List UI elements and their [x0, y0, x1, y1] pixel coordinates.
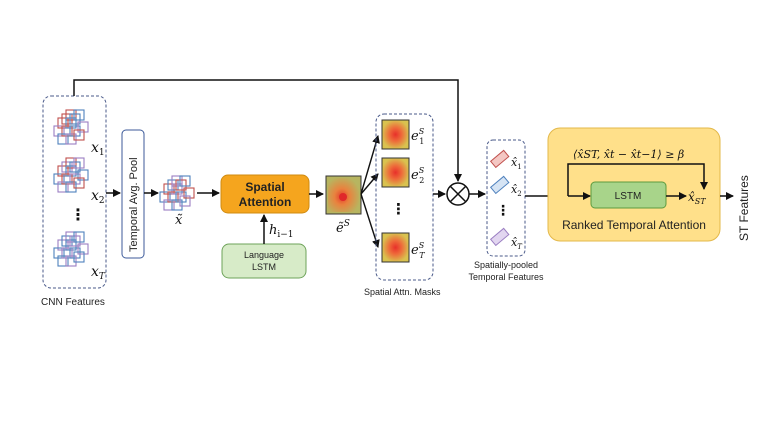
cnn-features-frame [42, 95, 107, 289]
pooled-bar-1 [489, 149, 510, 169]
st-features-label: ST Features [737, 175, 751, 241]
language-lstm-label-2: LSTM [252, 262, 276, 272]
pooled-caption-line1: Spatially-pooled [474, 260, 538, 270]
cnn-features-group: x1 x2 xT ⋮ CNN Features [41, 95, 107, 308]
rta-condition: ⟨x̂ST, x̂t − x̂t−1⟩ ≥ β [573, 148, 684, 161]
spatial-masks-caption: Spatial Attn. Masks [364, 287, 441, 297]
temporal-avg-pool-label: Temporal Avg. Pool [128, 157, 140, 252]
spatial-attention-label-1: Spatial [245, 180, 284, 194]
temporal-avg-pool-box [121, 129, 145, 259]
averaged-feature-cube: x̃ [159, 175, 195, 228]
mask-image-2 [381, 157, 410, 188]
rta-output-label: x̂ST [688, 190, 706, 206]
language-lstm-label-1: Language [244, 250, 284, 260]
xbar-label: x̃ [175, 213, 183, 228]
mask-image-1 [381, 119, 410, 150]
pooled-x1-label: x̂1 [511, 156, 522, 171]
cnn-feature-cube-T [53, 231, 89, 267]
cnn-x1-label: x1 [91, 140, 105, 158]
rta-title: Ranked Temporal Attention [562, 218, 706, 232]
rta-bypass-arrow [567, 163, 708, 196]
pooled-features-frame [486, 139, 526, 257]
spatial-masks-frame [375, 113, 434, 281]
language-lstm-block: Language LSTM [221, 243, 307, 279]
spatial-attention-label-2: Attention [239, 195, 292, 209]
rta-lstm-box [590, 181, 667, 209]
cnn-feature-cube-1 [53, 109, 89, 145]
pooled-bar-2 [489, 175, 510, 195]
pooled-xT-label: x̂T [511, 236, 523, 251]
temporal-avg-pool-block: Temporal Avg. Pool [121, 129, 145, 259]
mask-image-T [381, 232, 410, 263]
mask-branch-arrows [360, 135, 380, 248]
cnn-feature-cube-2 [53, 157, 89, 193]
arrow-to-mask-1 [360, 135, 380, 195]
attention-map-image [325, 175, 362, 215]
hidden-state-label: hi−1 [269, 223, 294, 240]
ranked-temporal-attention-panel: ⟨x̂ST, x̂t − x̂t−1⟩ ≥ β LSTM x̂ST Ranked… [547, 127, 721, 242]
cnn-ellipsis: ⋮ [70, 205, 86, 224]
pooled-ellipsis: ⋮ [496, 203, 510, 219]
rta-lstm-label: LSTM [615, 191, 642, 202]
attention-map-label: ẽS [336, 219, 350, 236]
multiply-node [446, 182, 470, 206]
pooled-bar-T [489, 227, 510, 247]
pooled-caption-line2: Temporal Features [468, 272, 544, 282]
cnn-features-caption: CNN Features [41, 297, 105, 308]
masks-ellipsis: ⋮ [391, 200, 406, 218]
arrow-to-mask-2 [360, 173, 379, 195]
cnn-xT-label: xT [91, 264, 106, 282]
cnn-x2-label: x2 [91, 188, 105, 206]
pooled-x2-label: x̂2 [511, 183, 522, 198]
spatial-attention-block: Spatial Attention [220, 174, 310, 214]
skip-connection-arrow [73, 79, 462, 182]
pooled-features-group: ⋮ x̂1 x̂2 x̂T Spatially-pooled Temporal … [468, 139, 544, 282]
arrow-to-mask-T [360, 193, 380, 248]
